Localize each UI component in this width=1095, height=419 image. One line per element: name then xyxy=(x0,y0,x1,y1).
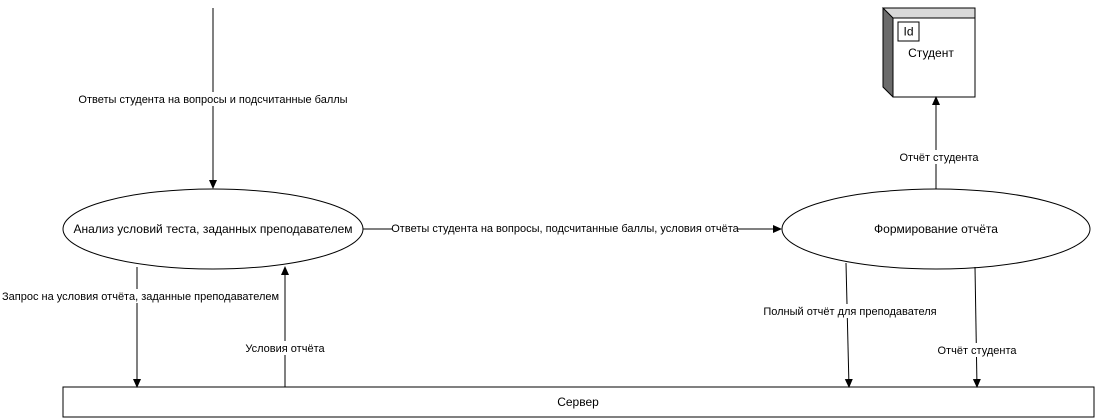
server-label: Сервер xyxy=(557,395,599,409)
student-id-tag xyxy=(897,21,920,42)
process-analysis[interactable]: Анализ условий теста, заданных преподава… xyxy=(62,188,364,270)
edge-student-report-server-label: Отчёт студента xyxy=(938,345,1018,357)
edge-request-conditions-label: Запрос на условия отчёта, заданные препо… xyxy=(2,291,279,303)
student-id-label: Id xyxy=(903,25,913,39)
edge-answers-in: Ответы студента на вопросы и подсчитанны… xyxy=(78,8,348,189)
edge-student-report-server: Отчёт студента xyxy=(936,266,1018,388)
process-report[interactable]: Формирование отчёта xyxy=(781,188,1091,270)
edge-full-report-teacher: Полный отчёт для преподавателя xyxy=(763,262,939,388)
edge-analysis-to-report: Ответы студента на вопросы, подсчитанные… xyxy=(363,222,782,236)
student-label: Студент xyxy=(908,46,954,60)
edge-answers-in-label: Ответы студента на вопросы и подсчитанны… xyxy=(78,94,347,106)
server-store[interactable]: Сервер xyxy=(62,386,1095,418)
edge-full-report-teacher-label: Полный отчёт для преподавателя xyxy=(763,306,936,318)
edge-report-conditions-label: Условия отчёта xyxy=(245,343,325,355)
process-report-label: Формирование отчёта xyxy=(874,222,998,236)
edge-report-conditions: Условия отчёта xyxy=(244,266,326,387)
edge-request-conditions: Запрос на условия отчёта, заданные препо… xyxy=(2,267,279,388)
edge-analysis-to-report-label: Ответы студента на вопросы, подсчитанные… xyxy=(391,223,739,235)
process-analysis-label: Анализ условий теста, заданных преподава… xyxy=(73,222,352,236)
edge-report-to-student-label: Отчёт студента xyxy=(900,152,980,164)
edge-report-to-student: Отчёт студента xyxy=(898,96,980,189)
student-entity[interactable]: Id Студент xyxy=(881,7,976,98)
